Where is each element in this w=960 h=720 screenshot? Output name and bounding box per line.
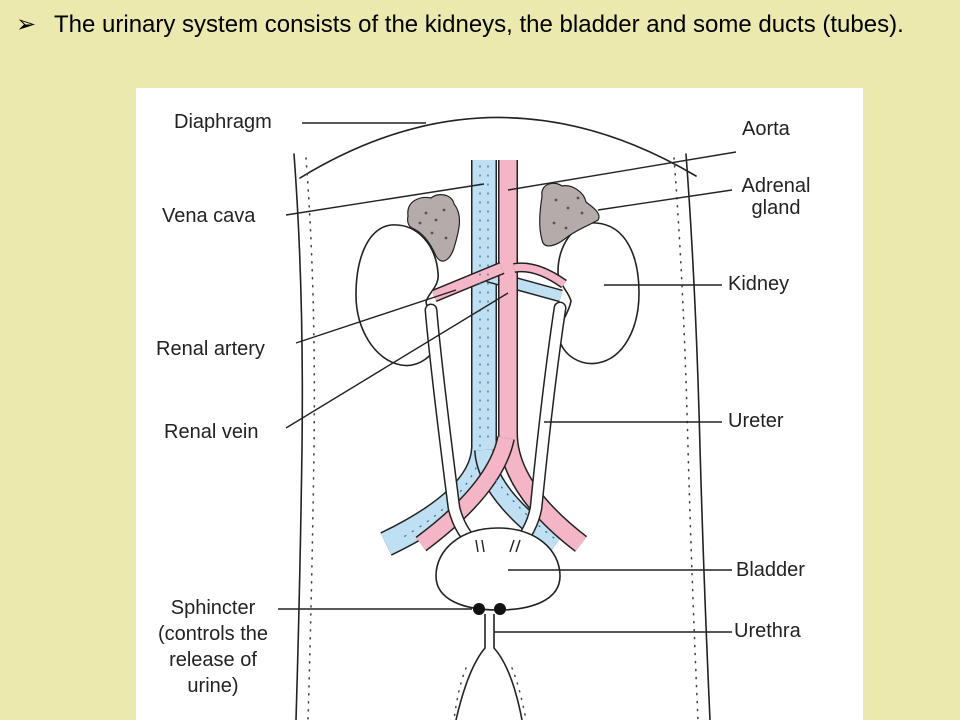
label-renal-vein: Renal vein <box>164 421 259 443</box>
label-adrenal-gland: Adrenal gland <box>741 175 811 219</box>
bullet-text: The urinary system consists of the kidne… <box>54 11 904 38</box>
leader-renal-artery <box>295 289 457 344</box>
arrow-bullet-icon: ➢ <box>16 11 37 38</box>
right-adrenal-gland <box>539 182 600 247</box>
torso-stipple-left <box>305 157 316 720</box>
label-bladder: Bladder <box>736 559 805 581</box>
sphincter-right-dot <box>494 603 506 615</box>
label-sphincter: Sphincter (controls the release of urine… <box>157 597 269 697</box>
leader-renal-vein <box>285 292 509 429</box>
adrenal-texture <box>418 196 584 240</box>
right-kidney <box>557 222 640 365</box>
leader-aorta <box>507 151 737 191</box>
diaphragm-outline <box>299 116 697 179</box>
label-kidney: Kidney <box>728 273 790 295</box>
ureter-openings <box>475 539 521 553</box>
left-kidney <box>355 224 439 367</box>
label-diaphragm: Diaphragm <box>174 111 272 133</box>
leader-vena-cava <box>285 183 485 216</box>
label-vena-cava: Vena cava <box>162 205 256 227</box>
urethra-right <box>493 614 523 720</box>
label-ureter: Ureter <box>728 410 784 432</box>
label-renal-artery: Renal artery <box>156 338 265 360</box>
leader-adrenal-gland <box>597 189 733 211</box>
sphincter-left-dot <box>473 603 485 615</box>
torso-outline-left <box>293 153 304 720</box>
label-urethra: Urethra <box>734 620 801 642</box>
label-aorta: Aorta <box>742 118 790 140</box>
torso-outline-right <box>685 153 711 720</box>
diagram-drawing <box>278 116 737 720</box>
left-adrenal-gland <box>407 194 461 262</box>
torso-stipple-right <box>673 157 699 720</box>
urethra-left <box>455 614 486 720</box>
bladder <box>435 527 561 611</box>
urinary-system-diagram: Diaphragm Aorta Vena cava Adrenal gland … <box>136 88 863 720</box>
